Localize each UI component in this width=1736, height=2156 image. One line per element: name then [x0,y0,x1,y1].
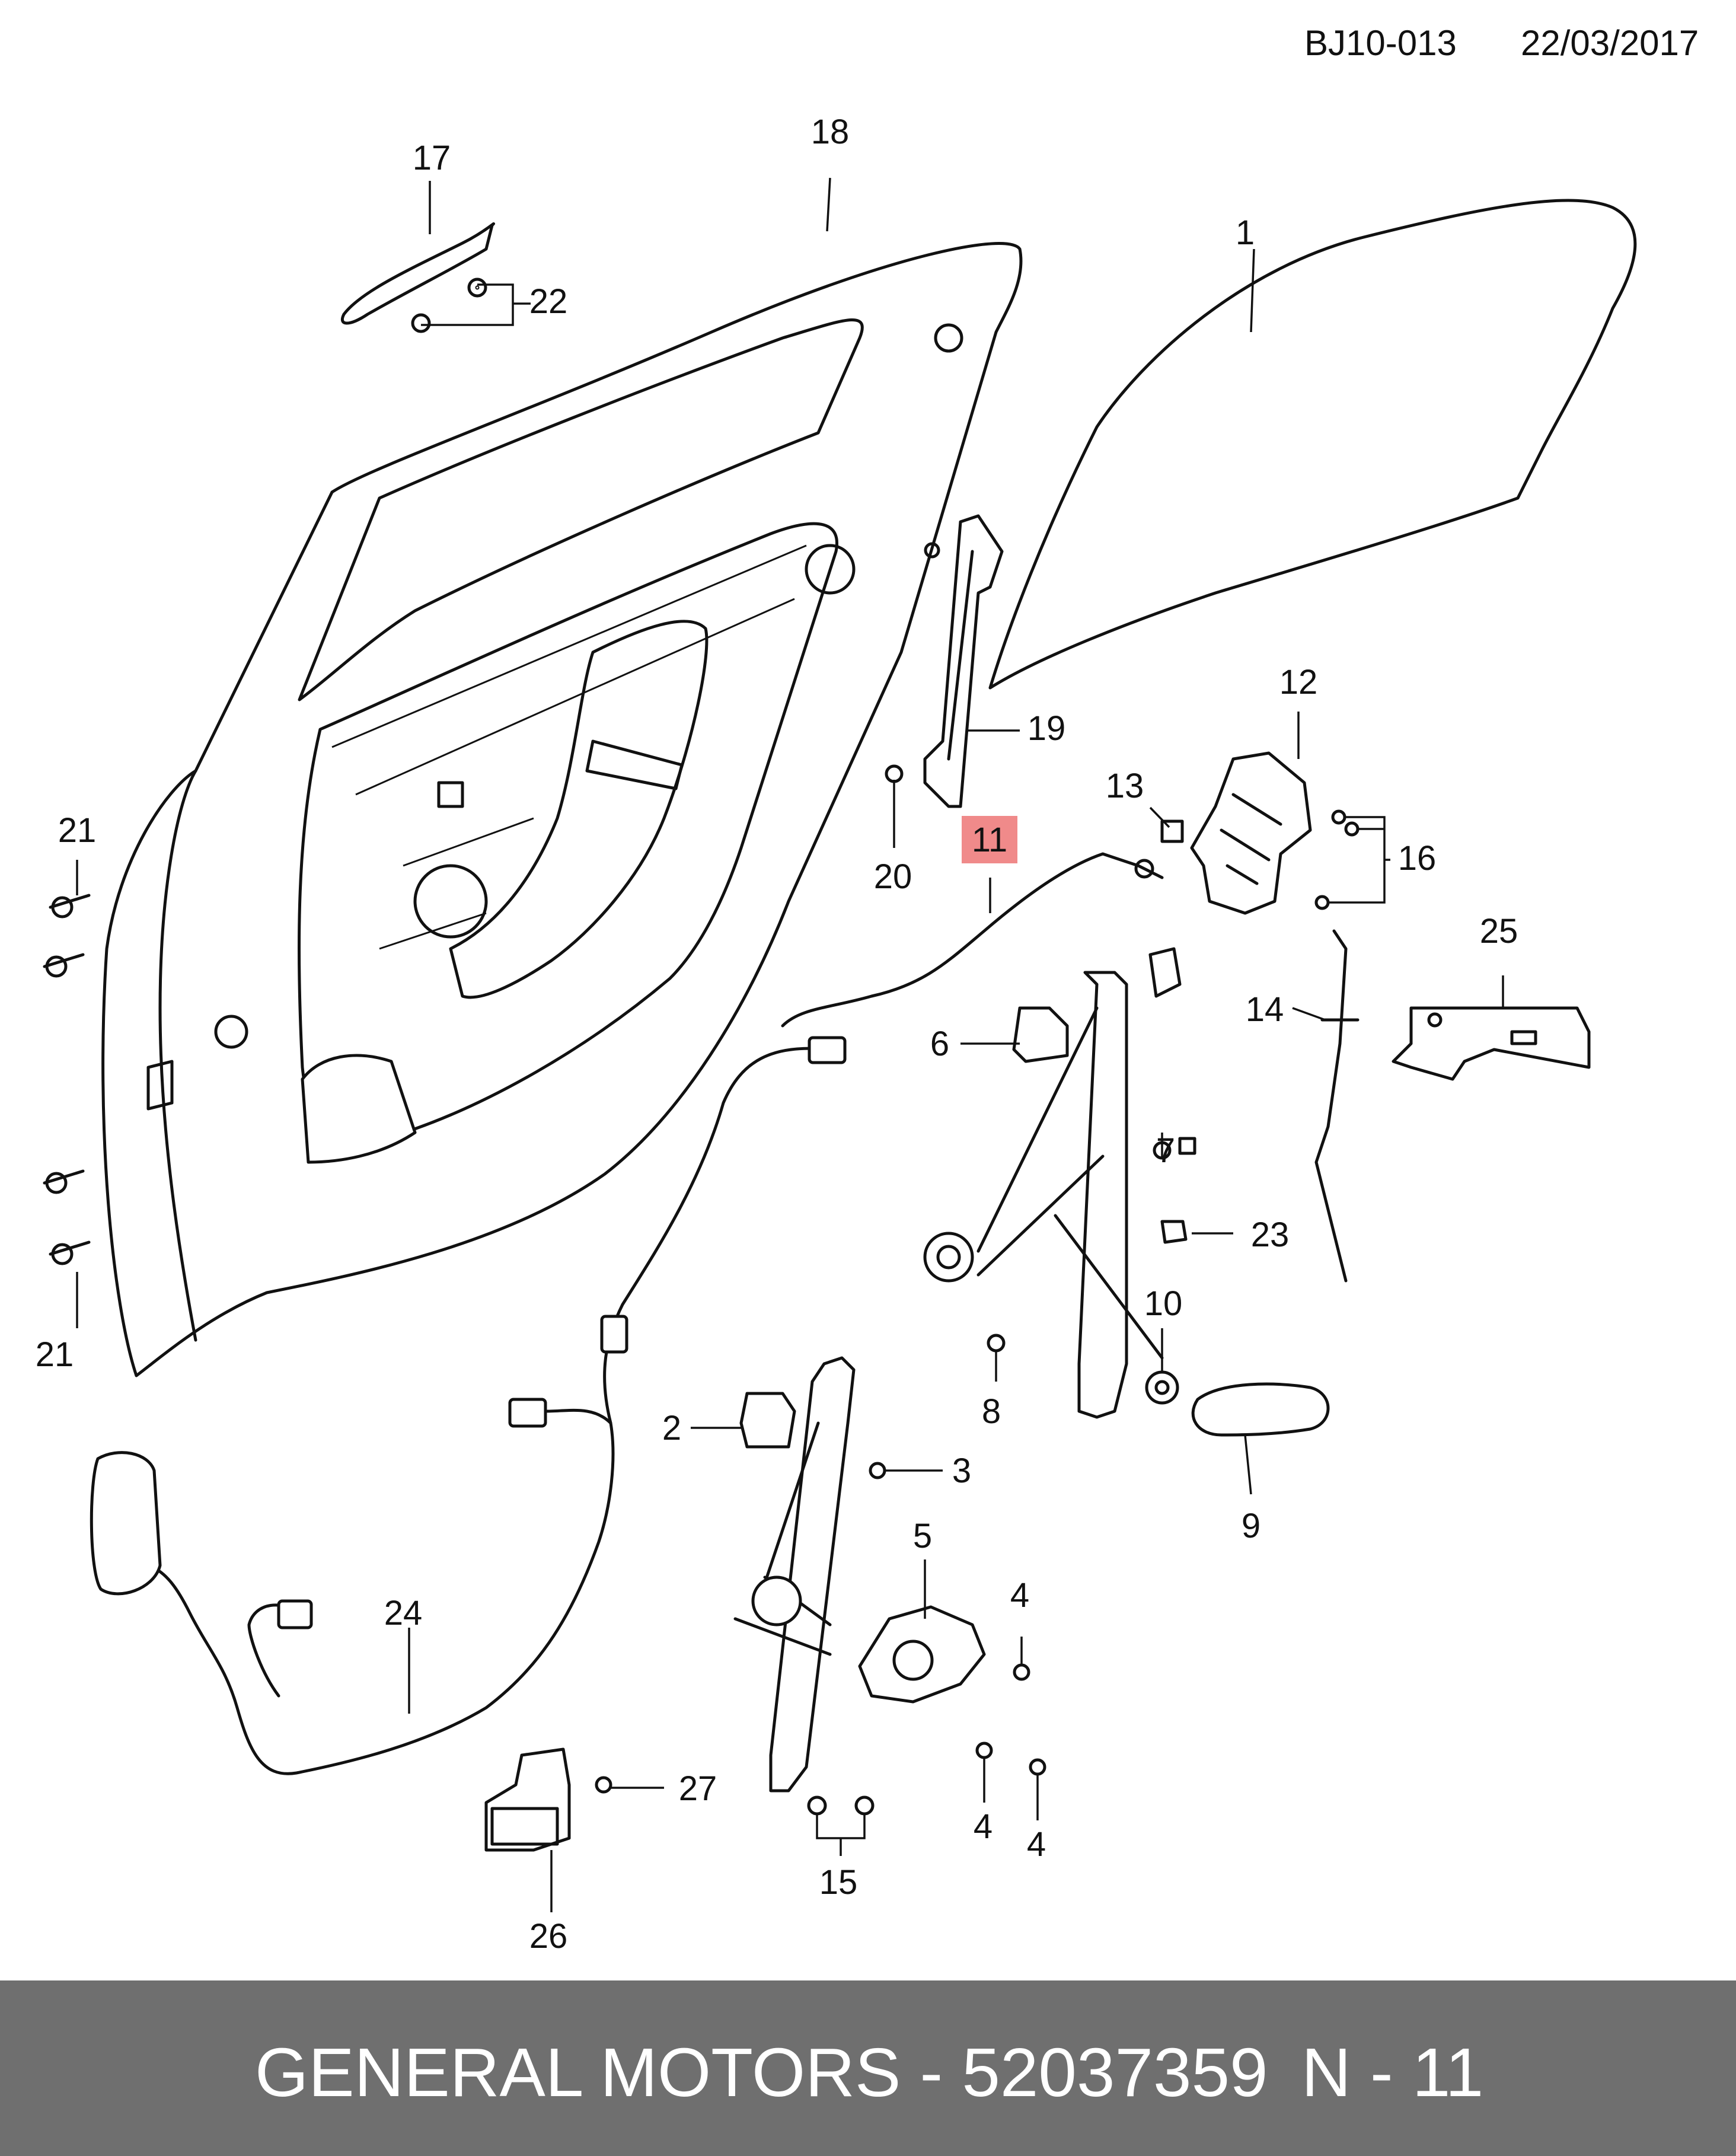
callout-13: 13 [1106,767,1144,805]
crank-handle-part [1145,1137,1330,1437]
callout-9: 9 [1242,1507,1260,1545]
leader-lines [76,177,1504,1912]
door-frame-part [101,242,1023,1377]
callout-25: 25 [1480,912,1518,951]
callout-21b: 21 [36,1335,74,1374]
callout-27: 27 [679,1769,717,1808]
callout-19: 19 [1027,709,1066,748]
highlight-box [962,816,1017,863]
run-channel-part [885,514,1004,808]
callout-5: 5 [913,1517,932,1555]
diagram-code: BJ10-013 [1304,23,1457,63]
window-regulator-part [923,947,1182,1419]
callout-4b: 4 [974,1807,993,1846]
callout-17: 17 [413,139,451,177]
callout-6: 6 [930,1025,949,1063]
callout-7: 7 [1156,1131,1175,1170]
callout-24: 24 [384,1594,423,1632]
footer-reference: N - 11 [1301,2034,1484,2111]
lock-cable-part [781,852,1164,1028]
control-module-part [484,1747,612,1852]
callout-22: 22 [529,282,568,321]
diagram-date: 22/03/2017 [1521,23,1699,63]
wiring-harness-part [90,1036,847,1775]
footer-brand-part-number: GENERAL MOTORS - 52037359 [255,2034,1268,2111]
callout-11: 11 [972,821,1007,859]
callout-4c: 4 [1027,1825,1046,1864]
callout-16: 16 [1398,839,1437,878]
exploded-parts-diagram: 1 2 3 4 4 4 5 6 7 8 9 10 11 12 13 14 15 … [36,113,1637,1956]
callout-14: 14 [1246,990,1284,1029]
power-regulator-part [733,1356,1046,1793]
callout-4a: 4 [1010,1576,1029,1615]
callout-8: 8 [982,1392,1001,1431]
callout-20: 20 [874,857,912,896]
door-handle-part [341,222,495,333]
callout-23: 23 [1251,1216,1290,1254]
callout-26: 26 [529,1917,568,1956]
callout-18: 18 [811,113,850,151]
fasteners [43,285,1188,1816]
callout-2: 2 [662,1409,681,1447]
callout-10: 10 [1144,1284,1183,1323]
lock-rod-part [1314,929,1360,1283]
callout-1: 1 [1236,213,1255,252]
footer-bar: GENERAL MOTORS - 52037359 N - 11 [0,1980,1736,2156]
window-glass-part [988,199,1637,690]
rod-bracket-part [1392,1006,1591,1081]
callout-21a: 21 [58,811,97,850]
callout-3: 3 [952,1452,971,1490]
callout-15: 15 [819,1863,858,1902]
callout-12: 12 [1279,663,1318,701]
callout-labels: 1 2 3 4 4 4 5 6 7 8 9 10 11 12 13 14 15 … [36,113,1518,1956]
door-lock-part [1160,751,1360,915]
